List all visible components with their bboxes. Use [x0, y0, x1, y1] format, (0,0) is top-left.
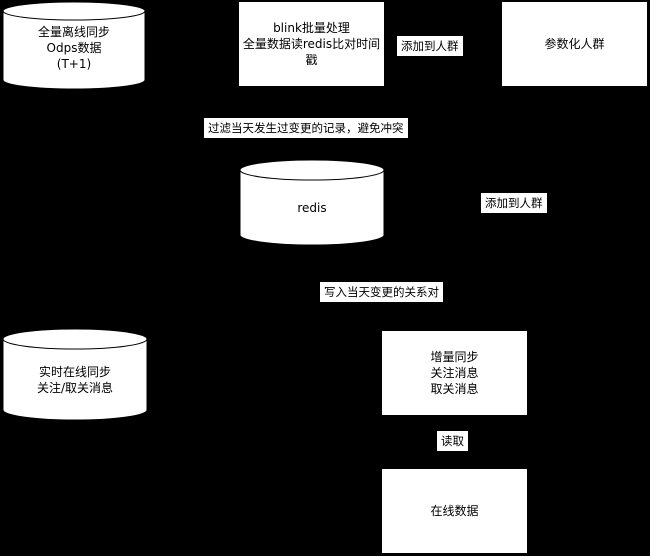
cylinder-realtime — [2, 328, 148, 421]
edge-label-read: 读取 — [437, 431, 468, 451]
node-realtime-line-2: 关注/取关消息 — [36, 381, 114, 395]
cylinder-offline-odps — [2, 1, 146, 90]
node-param-crowd: 参数化人群 — [501, 1, 648, 87]
node-incremental: 增量同步 关注消息 取关消息 — [381, 330, 528, 416]
node-offline-odps-line-3: (T+1) — [56, 57, 92, 71]
node-online-data: 在线数据 — [381, 468, 528, 554]
node-blink-line-3: 戳 — [305, 53, 318, 67]
node-redis: redis — [240, 185, 384, 231]
node-blink: blink批量处理 全量数据读redis比对时间 戳 — [238, 1, 385, 87]
node-realtime: 实时在线同步 关注/取关消息 — [3, 352, 147, 408]
edge-label-write-pairs: 写入当天变更的关系对 — [320, 282, 443, 302]
node-param-crowd-label: 参数化人群 — [544, 37, 605, 51]
edge-label-add-to-crowd-1: 添加到人群 — [397, 36, 463, 56]
node-online-data-label: 在线数据 — [430, 504, 479, 518]
node-incremental-line-1: 增量同步 — [430, 350, 479, 364]
edge-label-add-to-crowd-2: 添加到人群 — [481, 193, 547, 213]
node-incremental-line-2: 关注消息 — [430, 366, 479, 380]
node-offline-odps-line-1: 全量离线同步 — [37, 25, 110, 39]
node-blink-line-2: 全量数据读redis比对时间 — [242, 37, 381, 51]
node-realtime-line-1: 实时在线同步 — [38, 365, 111, 379]
node-offline-odps-line-2: Odps数据 — [46, 41, 102, 55]
node-blink-line-1: blink批量处理 — [273, 21, 350, 35]
node-offline-odps: 全量离线同步 Odps数据 (T+1) — [3, 18, 145, 78]
cylinder-redis — [239, 159, 385, 246]
arrow-tip-to-param-crowd — [466, 41, 470, 47]
node-redis-label: redis — [297, 201, 327, 215]
node-incremental-line-3: 取关消息 — [430, 382, 479, 396]
edge-label-filter: 过滤当天发生过变更的记录，避免冲突 — [204, 118, 408, 138]
